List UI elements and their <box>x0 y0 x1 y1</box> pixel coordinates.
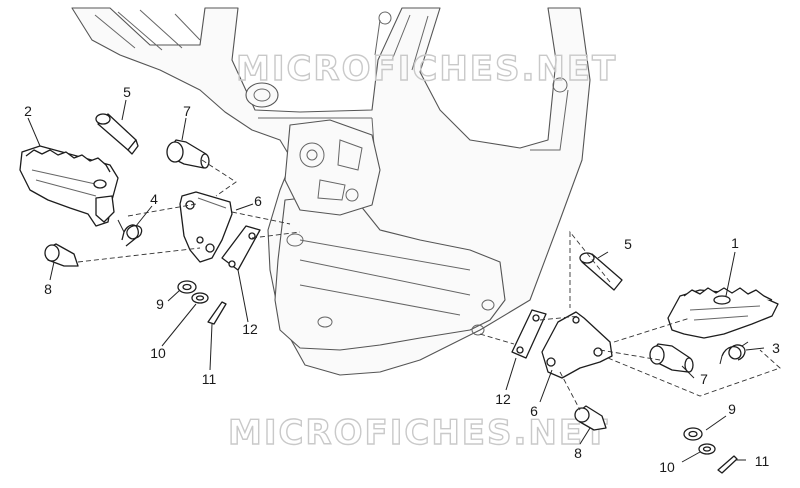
callout-labels: 1 2 3 4 5 5 6 6 7 7 8 8 9 9 10 10 11 11 … <box>24 84 780 475</box>
cotter-pin-left <box>207 301 227 325</box>
footpeg-left <box>19 145 119 227</box>
callout-10-right: 10 <box>659 459 675 475</box>
washer-right-9-hole <box>688 430 698 438</box>
spring-right <box>719 341 749 365</box>
washer-right-10-hole <box>702 446 712 452</box>
cotter-pin-right <box>717 455 738 474</box>
pin-right <box>579 252 623 291</box>
callout-7-right: 7 <box>700 371 708 387</box>
watermark-top: MICROFICHES.NET <box>236 49 617 89</box>
callout-12-right: 12 <box>495 391 511 407</box>
callout-10-left: 10 <box>150 345 166 361</box>
callout-6-right: 6 <box>530 403 538 419</box>
washer-left-9-hole <box>182 283 192 291</box>
washer-left-10-hole <box>195 295 205 301</box>
callout-9-left: 9 <box>156 296 164 312</box>
callout-2: 2 <box>24 103 32 119</box>
callout-6-left: 6 <box>254 193 262 209</box>
pin-left <box>95 113 139 155</box>
callout-3: 3 <box>772 340 780 356</box>
bolt-right-8 <box>574 405 607 431</box>
callout-7-left: 7 <box>183 103 191 119</box>
callout-5-right: 5 <box>624 236 632 252</box>
spring-left <box>117 219 143 247</box>
watermark-bottom: MICROFICHES.NET <box>228 413 609 453</box>
callout-5-left: 5 <box>123 84 131 100</box>
plate-left <box>221 225 261 271</box>
plate-right <box>511 309 547 359</box>
callout-4: 4 <box>150 191 158 207</box>
assembly-lines <box>77 159 781 411</box>
bracket-right <box>541 311 613 379</box>
bracket-left <box>179 191 233 263</box>
frame-illustration <box>71 7 591 376</box>
callout-11-left: 11 <box>202 371 217 387</box>
footpeg-right <box>667 287 779 339</box>
leader-lines <box>27 99 765 463</box>
callout-1: 1 <box>731 235 739 251</box>
bolt-left-8 <box>44 243 79 267</box>
callout-8-left: 8 <box>44 281 52 297</box>
callout-8-right: 8 <box>574 445 582 461</box>
bolt-left-7 <box>166 139 210 169</box>
callout-11-right: 11 <box>755 453 770 469</box>
callout-9-right: 9 <box>728 401 736 417</box>
callout-12-left: 12 <box>242 321 258 337</box>
bolt-right-7 <box>649 343 694 373</box>
